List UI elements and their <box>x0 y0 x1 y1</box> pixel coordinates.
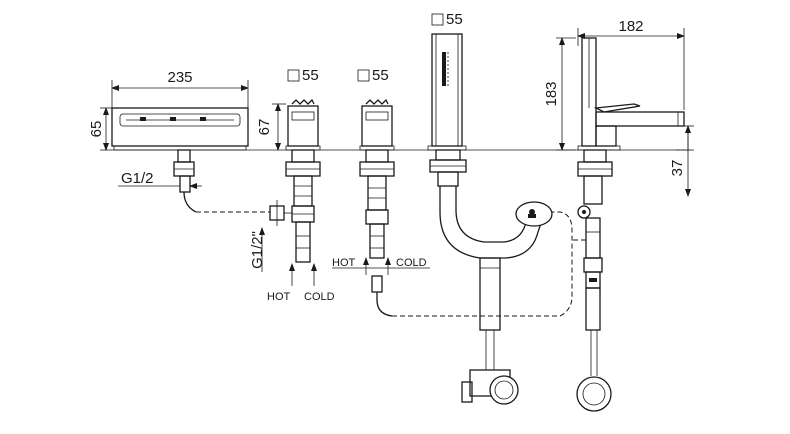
mixer-height-dim: 183 <box>543 81 560 106</box>
spout-assembly: 235 65 G1/2 <box>88 69 270 213</box>
spout-thread-dim: G1/2 <box>121 170 154 187</box>
mixer-bottom-wheel <box>576 376 612 412</box>
bottom-valve <box>489 375 519 405</box>
valve-thread-dim: G1/2" <box>249 231 266 269</box>
valve2-square-dim: 55 <box>372 67 389 84</box>
valve-2-assembly: 55 HOT COLD <box>332 67 573 317</box>
shower-square-dim: 55 <box>446 11 463 28</box>
mixer-base-dim: 37 <box>669 160 686 177</box>
mixer-side-view: 182 183 37 <box>543 18 694 412</box>
valve2-cold-label: COLD <box>396 257 427 269</box>
mixer-width-dim: 182 <box>618 18 643 35</box>
spout-height-dim: 65 <box>88 121 105 138</box>
valve1-square-dim: 55 <box>302 67 319 84</box>
valve1-height-dim: 67 <box>256 119 273 136</box>
valve-1-assembly: 55 67 G1/2" HOT COLD <box>249 67 335 303</box>
hand-shower-assembly: 55 <box>427 11 553 405</box>
valve1-cold-label: COLD <box>304 291 335 303</box>
shower-handle <box>431 33 463 147</box>
spout-width-dim: 235 <box>167 69 192 86</box>
mixer-spout <box>595 111 685 127</box>
valve2-hot-label: HOT <box>332 257 356 269</box>
valve1-hot-label: HOT <box>267 291 291 303</box>
